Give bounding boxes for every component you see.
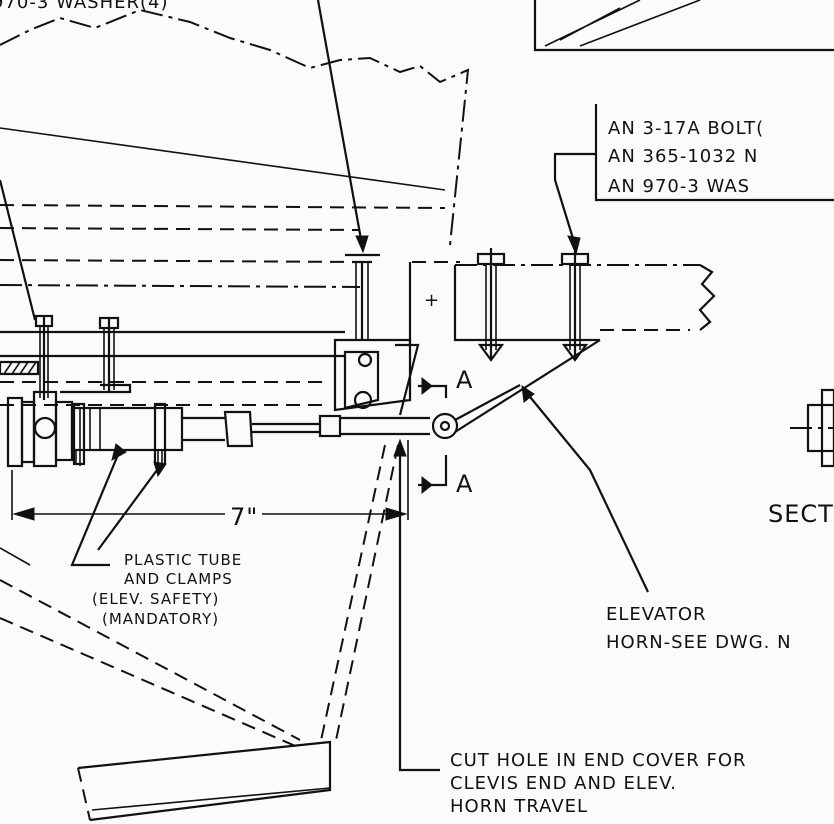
plastic-tube-label: PLASTIC TUBE AND CLAMPS (ELEV. SAFETY) (… <box>92 551 242 628</box>
plastic-tube-arrow-2 <box>153 461 167 478</box>
dash-line-3 <box>0 259 460 263</box>
cut-hole-line-2: CLEVIS END AND ELEV. <box>450 773 677 794</box>
dash-line-1 <box>0 204 446 209</box>
plastic-tube-line-1: PLASTIC TUBE <box>124 551 242 569</box>
cut-hole-arrow <box>393 438 407 457</box>
lower-dash-2 <box>0 617 301 749</box>
plastic-tube-leader-1 <box>70 449 122 567</box>
section-marker-bottom: A <box>418 455 473 498</box>
bolt-callout-line-3: AN 970-3 WAS <box>608 176 750 197</box>
right-bolt-1 <box>476 248 506 362</box>
leader-left <box>0 179 37 321</box>
center-bolt <box>333 253 420 416</box>
lower-solid-1 <box>0 547 31 566</box>
section-a-bottom-label: A <box>456 470 473 498</box>
plastic-tube-leader-2 <box>97 465 161 551</box>
section-view: SECT <box>768 388 834 528</box>
control-tube-assembly <box>6 390 459 468</box>
cut-hole-label: CUT HOLE IN END COVER FOR CLEVIS END AND… <box>450 750 747 817</box>
break-line <box>698 264 716 331</box>
dash-line-4 <box>0 284 361 288</box>
end-cover-dash-2 <box>334 444 399 746</box>
hatch-block <box>0 360 40 376</box>
section-a-top-label: A <box>456 366 473 394</box>
diagonal-ref <box>0 127 446 191</box>
end-cover-dash-1 <box>319 444 386 746</box>
dimension-label: 7" <box>230 503 258 531</box>
elevator-arrow <box>521 384 535 403</box>
left-bolt-1 <box>34 314 54 400</box>
right-bolt-2 <box>560 248 590 362</box>
bolt-callout: AN 3-17A BOLT( AN 365-1032 N AN 970-3 WA… <box>553 104 834 256</box>
section-label: SECT <box>768 500 834 528</box>
plastic-tube-line-3: (ELEV. SAFETY) <box>92 590 219 608</box>
right-frame <box>453 265 600 342</box>
dash-line-2 <box>0 227 361 231</box>
elevator-horn-label: ELEVATOR HORN-SEE DWG. N <box>606 604 792 653</box>
leader-top <box>316 0 364 246</box>
end-cover-outline <box>77 740 332 822</box>
section-marker-top: A <box>418 366 473 398</box>
center-mark: + <box>424 290 440 311</box>
elevator-line-1: ELEVATOR <box>606 604 707 625</box>
leader-top-arrow <box>355 235 369 254</box>
bolt-callout-line-1: AN 3-17A BOLT( <box>608 118 764 139</box>
horn-line-1 <box>454 339 601 433</box>
upper-boundary <box>0 8 470 246</box>
cut-hole-line-3: HORN TRAVEL <box>450 796 588 817</box>
lower-dash-1 <box>0 579 301 741</box>
horn-line-2 <box>454 384 521 421</box>
cut-hole-line-1: CUT HOLE IN END COVER FOR <box>450 750 747 771</box>
top-washer-label: 970-3 WASHER(4) <box>0 0 169 13</box>
plastic-tube-line-4: (MANDATORY) <box>102 610 219 628</box>
elevator-leader <box>525 391 649 593</box>
cut-hole-leader <box>398 448 440 772</box>
elevator-line-2: HORN-SEE DWG. N <box>606 632 792 653</box>
bolt-callout-line-2: AN 365-1032 N <box>608 146 758 167</box>
plastic-tube-line-2: AND CLAMPS <box>124 570 233 588</box>
plastic-tube-arrow-1 <box>111 443 127 462</box>
inset-frame <box>533 0 834 52</box>
left-bolt-2 <box>60 316 132 394</box>
